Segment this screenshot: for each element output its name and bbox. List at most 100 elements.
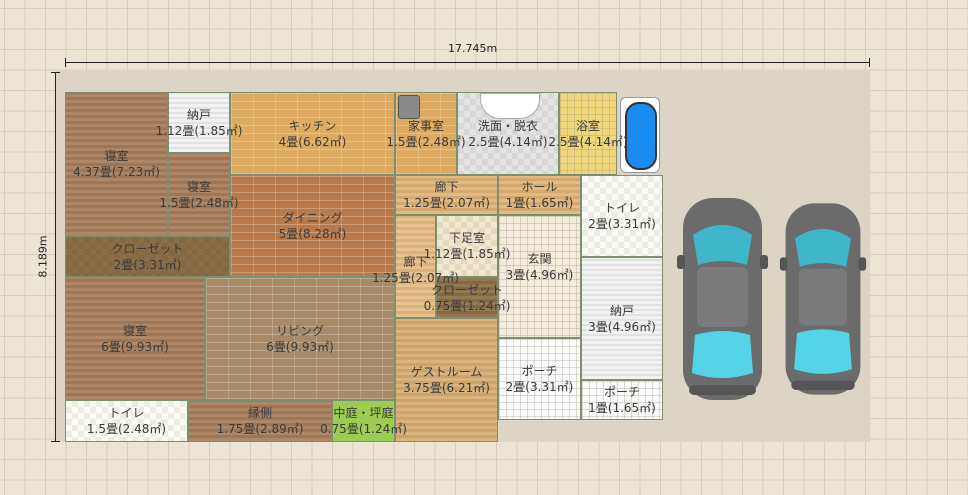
room-area: 1畳(1.65㎡) — [588, 401, 656, 415]
room-area: 4.37畳(7.23㎡) — [73, 165, 160, 179]
room-name: 寝室 — [122, 323, 147, 338]
room-name: クローゼット — [430, 282, 503, 297]
room-porch[interactable]: ポーチ 1畳(1.65㎡) — [581, 380, 663, 420]
room-name: キッチン — [288, 118, 337, 133]
dim-tick — [869, 58, 870, 67]
room-area: 1.25畳(2.07㎡) — [403, 196, 490, 210]
room-guest-room[interactable]: ゲストルーム 3.75畳(6.21㎡) — [395, 318, 498, 442]
room-area: 3.75畳(6.21㎡) — [403, 381, 490, 395]
room-label: ゲストルーム 3.75畳(6.21㎡) — [403, 364, 490, 396]
room-area: 2.5畳(4.14㎡) — [468, 134, 548, 149]
room-area: 1.12畳(1.85㎡) — [423, 247, 511, 261]
room-hall[interactable]: ホール 1畳(1.65㎡) — [498, 175, 581, 215]
room-area: 1.25畳(2.07㎡) — [372, 270, 459, 285]
room-area: 1畳(1.65㎡) — [505, 196, 574, 210]
room-name: 縁側 — [247, 406, 272, 420]
dim-tick — [65, 58, 66, 67]
room-label: ポーチ 1畳(1.65㎡) — [588, 384, 656, 416]
room-area: 0.75畳(1.24㎡) — [320, 422, 407, 436]
room-area: 2.5畳(4.14㎡) — [548, 134, 628, 149]
room-courtyard[interactable]: 中庭・坪庭 0.75畳(1.24㎡) — [320, 400, 407, 442]
room-area: 2畳(3.31㎡) — [588, 217, 656, 231]
room-name: 納戸 — [186, 107, 211, 122]
room-name: 寝室 — [187, 179, 212, 194]
room-name: ポーチ — [521, 364, 558, 378]
room-toilet[interactable]: トイレ 1.5畳(2.48㎡) — [65, 400, 188, 442]
room-name: ゲストルーム — [410, 365, 483, 379]
room-name: ポーチ — [603, 385, 640, 399]
room-hallway[interactable]: 廊下 1.25畳(2.07㎡) — [395, 175, 498, 215]
room-dining[interactable]: ダイニング 5畳(8.28㎡) — [230, 175, 395, 277]
room-label: ホール 1畳(1.65㎡) — [506, 179, 574, 211]
room-area: 5畳(8.28㎡) — [278, 227, 347, 241]
room-label: 廊下 1.25畳(2.07㎡) — [403, 179, 490, 211]
room-area: 6畳(9.93㎡) — [266, 339, 334, 354]
room-porch[interactable]: ポーチ 2畳(3.31㎡) — [498, 338, 581, 420]
room-area: 1.12畳(1.85㎡) — [155, 123, 243, 138]
room-area: 0.75畳(1.24㎡) — [423, 298, 511, 313]
room-label: 寝室 4.37畳(7.23㎡) — [73, 148, 160, 180]
room-name: トイレ — [603, 201, 640, 215]
room-name: 中庭・坪庭 — [333, 406, 394, 420]
room-shoe-room[interactable]: 下足室 1.12畳(1.85㎡) — [424, 215, 510, 277]
room-name: リビング — [275, 323, 324, 338]
room-name: クローゼット — [111, 241, 184, 256]
room-area: 2畳(3.31㎡) — [113, 257, 182, 272]
width-dimension-line — [65, 62, 870, 63]
room-area: 4畳(6.62㎡) — [278, 134, 347, 149]
room-name: 浴室 — [576, 118, 601, 133]
room-area: 2畳(3.31㎡) — [505, 380, 574, 394]
appliance-icon — [398, 95, 420, 119]
room-area: 1.5畳(2.48㎡) — [386, 134, 466, 149]
room-name: トイレ — [108, 406, 145, 420]
room-area: 6畳(9.93㎡) — [101, 339, 169, 354]
room-label: 縁側 1.75畳(2.89㎡) — [217, 405, 304, 437]
room-name: ホール — [521, 180, 558, 194]
room-label: 下足室 1.12畳(1.85㎡) — [424, 230, 511, 262]
room-toilet[interactable]: トイレ 2畳(3.31㎡) — [581, 175, 663, 257]
room-area: 3畳(4.96㎡) — [505, 267, 574, 282]
bathtub-water-icon — [625, 102, 657, 170]
room-label: ポーチ 2畳(3.31㎡) — [506, 363, 574, 395]
room-area: 1.5畳(2.48㎡) — [86, 422, 167, 436]
car-icon — [779, 203, 867, 395]
room-area: 3畳(4.96㎡) — [588, 319, 656, 334]
room-bedroom[interactable]: 寝室 4.37畳(7.23㎡) — [65, 92, 168, 236]
width-dimension-label: 17.745m — [448, 42, 498, 55]
room-name: 納戸 — [609, 303, 634, 318]
room-area: 1.75畳(2.89㎡) — [216, 422, 304, 436]
room-label: ダイニング 5畳(8.28㎡) — [279, 210, 347, 242]
dim-tick — [51, 72, 60, 73]
room-name: ダイニング — [282, 211, 343, 225]
room-name: 下足室 — [448, 231, 485, 245]
room-name: 廊下 — [403, 254, 428, 269]
room-name: 洗面・脱衣 — [477, 118, 538, 133]
room-engawa[interactable]: 縁側 1.75畳(2.89㎡) — [188, 400, 332, 442]
height-dimension-line — [55, 72, 56, 442]
room-name: 家事室 — [408, 118, 445, 133]
room-name: 廊下 — [434, 180, 459, 194]
room-name: 寝室 — [104, 149, 129, 163]
washbasin-icon — [480, 93, 540, 119]
